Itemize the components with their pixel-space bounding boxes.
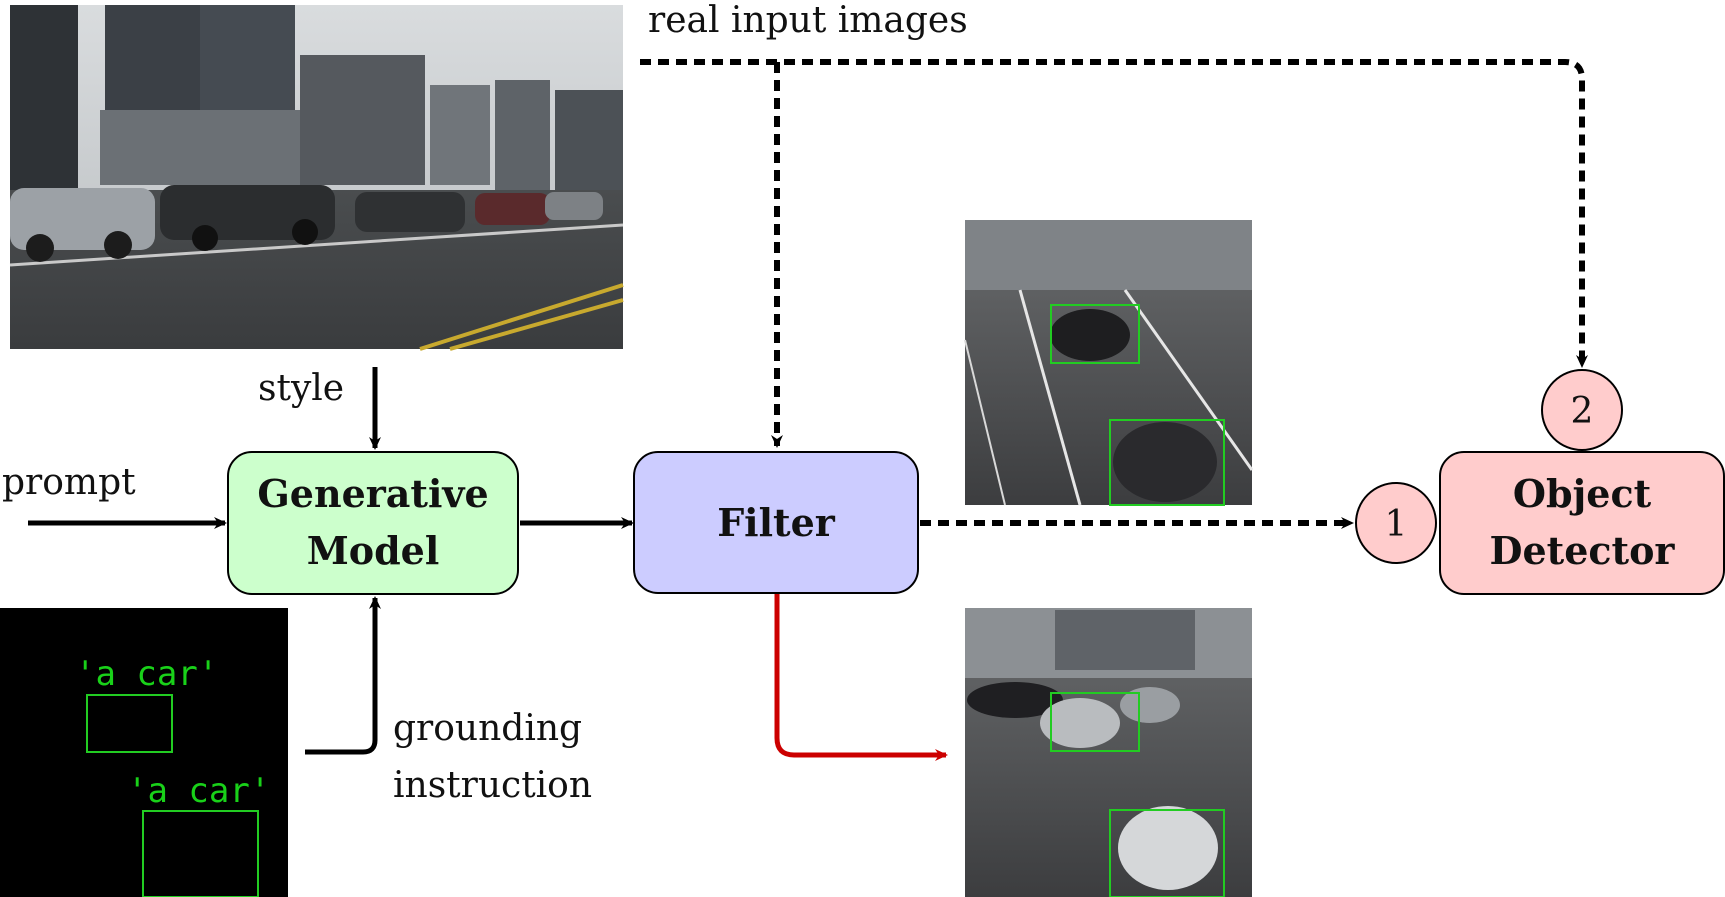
object-detector-box: Object Detector — [1439, 451, 1725, 595]
real-input-dashed-line — [640, 59, 1588, 368]
circle-2-label: 2 — [1571, 391, 1594, 432]
grounding-bbox-1 — [86, 694, 173, 753]
circle-1-label: 1 — [1385, 504, 1408, 545]
circle-1: 1 — [1355, 482, 1437, 564]
detector-label-2: Detector — [1490, 528, 1676, 573]
detector-label-1: Object — [1513, 471, 1652, 516]
grounding-arrow — [305, 596, 381, 755]
style-label: style — [258, 368, 344, 409]
generated-bbox-3 — [1050, 692, 1140, 752]
generative-label-1: Generative — [257, 471, 488, 516]
reject-arrow — [774, 592, 948, 761]
grounding-label-1: grounding — [393, 708, 582, 749]
generated-bbox-2 — [1109, 419, 1225, 506]
real-input-label: real input images — [648, 0, 968, 41]
filter-label: Filter — [717, 500, 836, 545]
grounding-caption-1: 'a car' — [75, 654, 218, 694]
generated-bbox-1 — [1050, 304, 1140, 364]
filter-box: Filter — [633, 451, 919, 594]
prompt-label: prompt — [2, 462, 136, 503]
circle-2: 2 — [1541, 369, 1623, 451]
real-input-photo — [9, 5, 624, 351]
grounding-image: 'a car' 'a car' — [0, 608, 288, 897]
generative-label-2: Model — [307, 528, 440, 573]
grounding-caption-2: 'a car' — [127, 771, 270, 811]
generative-model-box: Generative Model — [227, 451, 519, 595]
grounding-bbox-2 — [142, 810, 259, 897]
generated-bbox-4 — [1109, 809, 1225, 897]
grounding-label-2: instruction — [393, 765, 592, 806]
generated-image-accepted — [964, 220, 1254, 506]
generated-image-rejected — [965, 608, 1252, 897]
